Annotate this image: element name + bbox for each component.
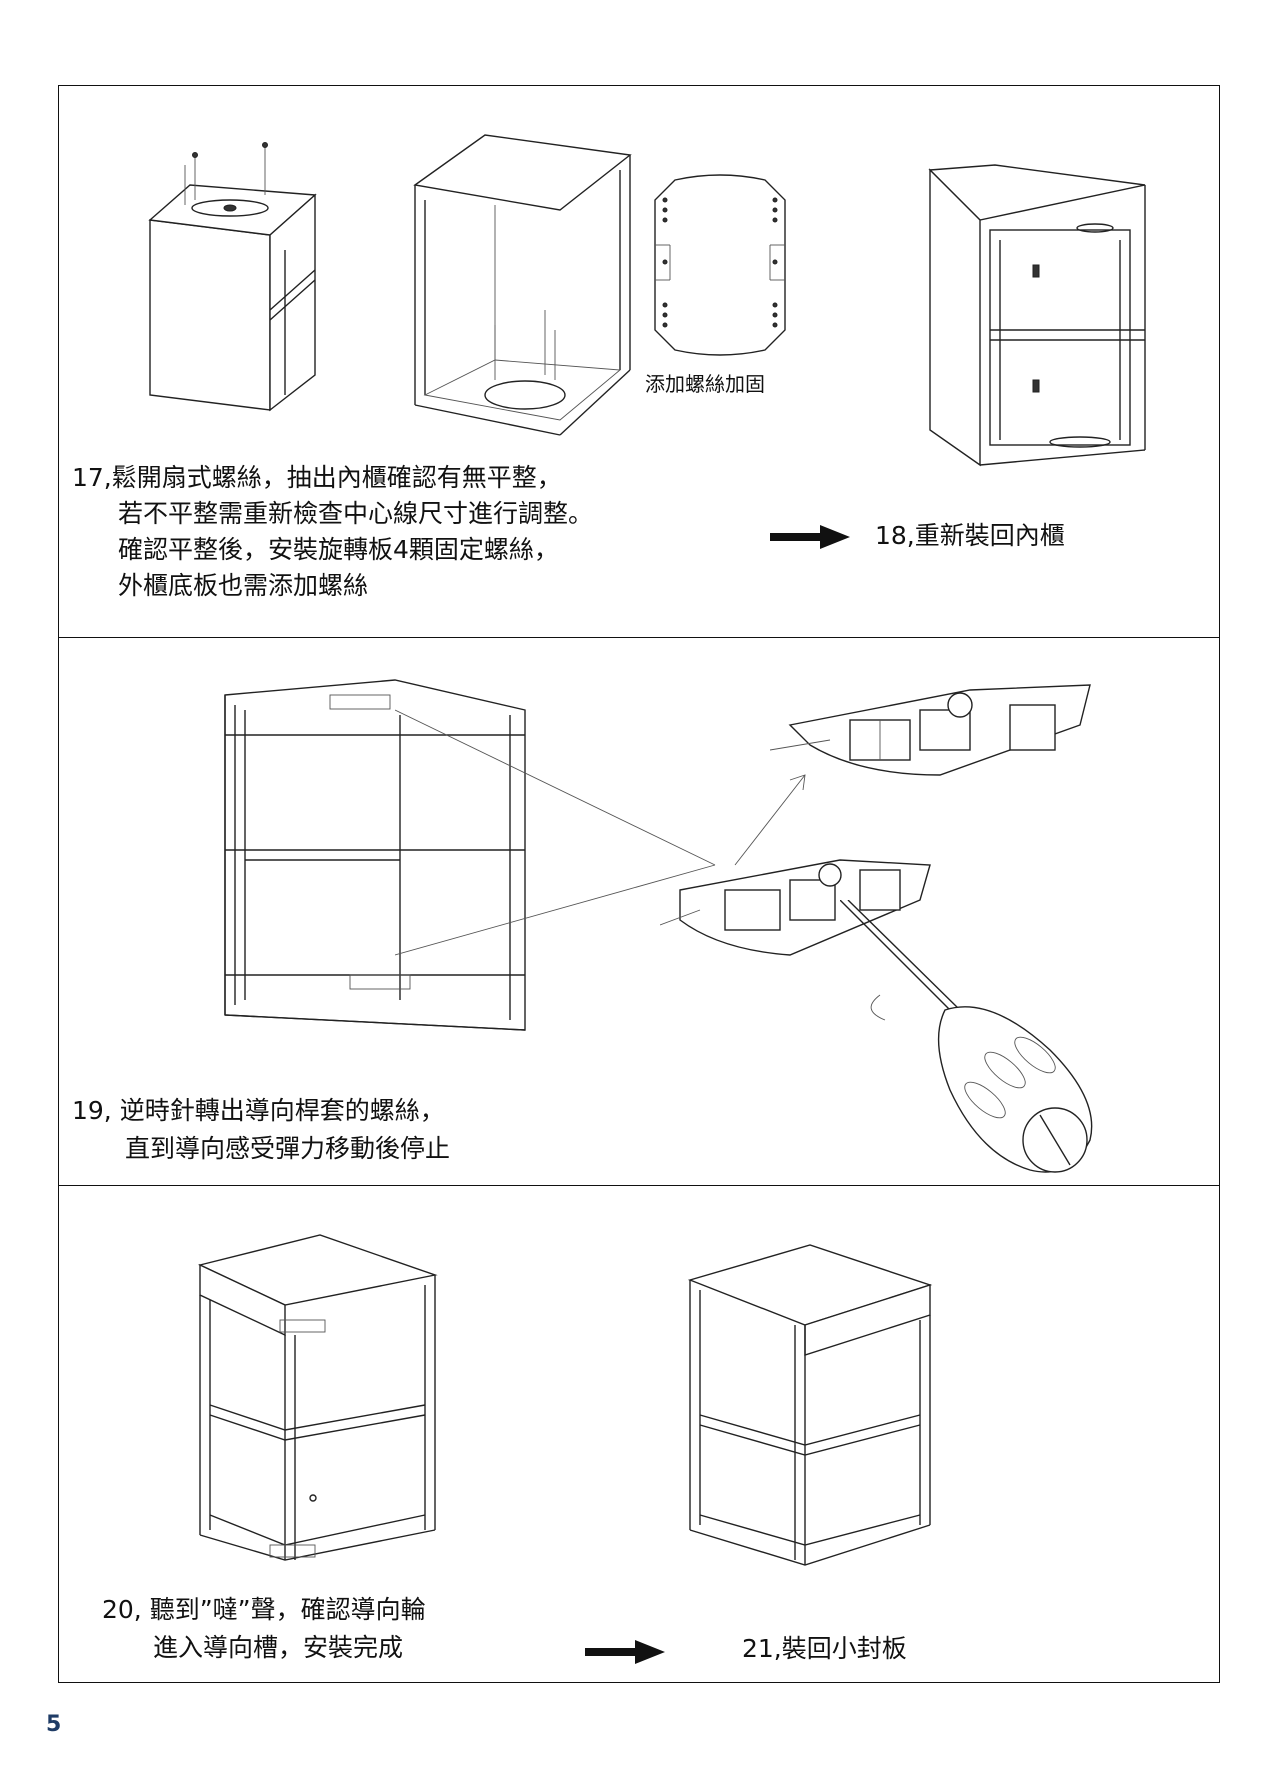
illustration-cabinet-front-hinges bbox=[220, 675, 530, 1040]
note-add-screws: 添加螺絲加固 bbox=[645, 372, 765, 396]
step-19-line-1: 19, 逆時針轉出導向桿套的螺絲， bbox=[72, 1096, 445, 1125]
illustration-cabinet-assembled-with-hinges bbox=[195, 1230, 440, 1570]
illustration-outer-cabinet-bottom-screws bbox=[410, 130, 640, 440]
step-20-line-1: 20, 聽到”噠”聲，確認導向輪 bbox=[102, 1595, 426, 1624]
section-divider-2 bbox=[58, 1185, 1220, 1186]
illustration-cabinet-with-cover-plate bbox=[685, 1240, 935, 1570]
step-17-line-3: 確認平整後，安裝旋轉板4顆固定螺絲， bbox=[118, 535, 559, 564]
section-divider-1 bbox=[58, 637, 1220, 638]
step-17-line-4: 外櫃底板也需添加螺絲 bbox=[118, 571, 369, 600]
arrow-right-icon-2 bbox=[585, 1640, 665, 1668]
illustration-pointer-lines bbox=[395, 670, 825, 990]
arrow-right-icon bbox=[770, 525, 850, 553]
illustration-guide-mechanism-with-screwdriver bbox=[660, 830, 940, 970]
illustration-inner-cabinet-screws bbox=[140, 140, 330, 420]
instruction-frame bbox=[58, 85, 1220, 1683]
step-19-line-2: 直到導向感受彈力移動後停止 bbox=[125, 1134, 451, 1163]
illustration-rotation-plate-top-view bbox=[645, 170, 795, 360]
step-17-line-2: 若不平整需重新檢查中心線尺寸進行調整。 bbox=[118, 499, 594, 528]
step-18-label: 18,重新裝回內櫃 bbox=[875, 521, 1065, 550]
screwdriver-icon bbox=[840, 900, 1110, 1190]
step-17-line-1: 17,鬆開扇式螺絲，抽出內櫃確認有無平整， bbox=[72, 463, 562, 492]
step-21-label: 21,裝回小封板 bbox=[742, 1634, 907, 1663]
illustration-guide-mechanism-top bbox=[770, 665, 1100, 805]
page-number: 5 bbox=[46, 1712, 62, 1737]
step-20-line-2: 進入導向槽，安裝完成 bbox=[153, 1633, 404, 1662]
illustration-reinstalled-cabinet bbox=[920, 160, 1150, 480]
